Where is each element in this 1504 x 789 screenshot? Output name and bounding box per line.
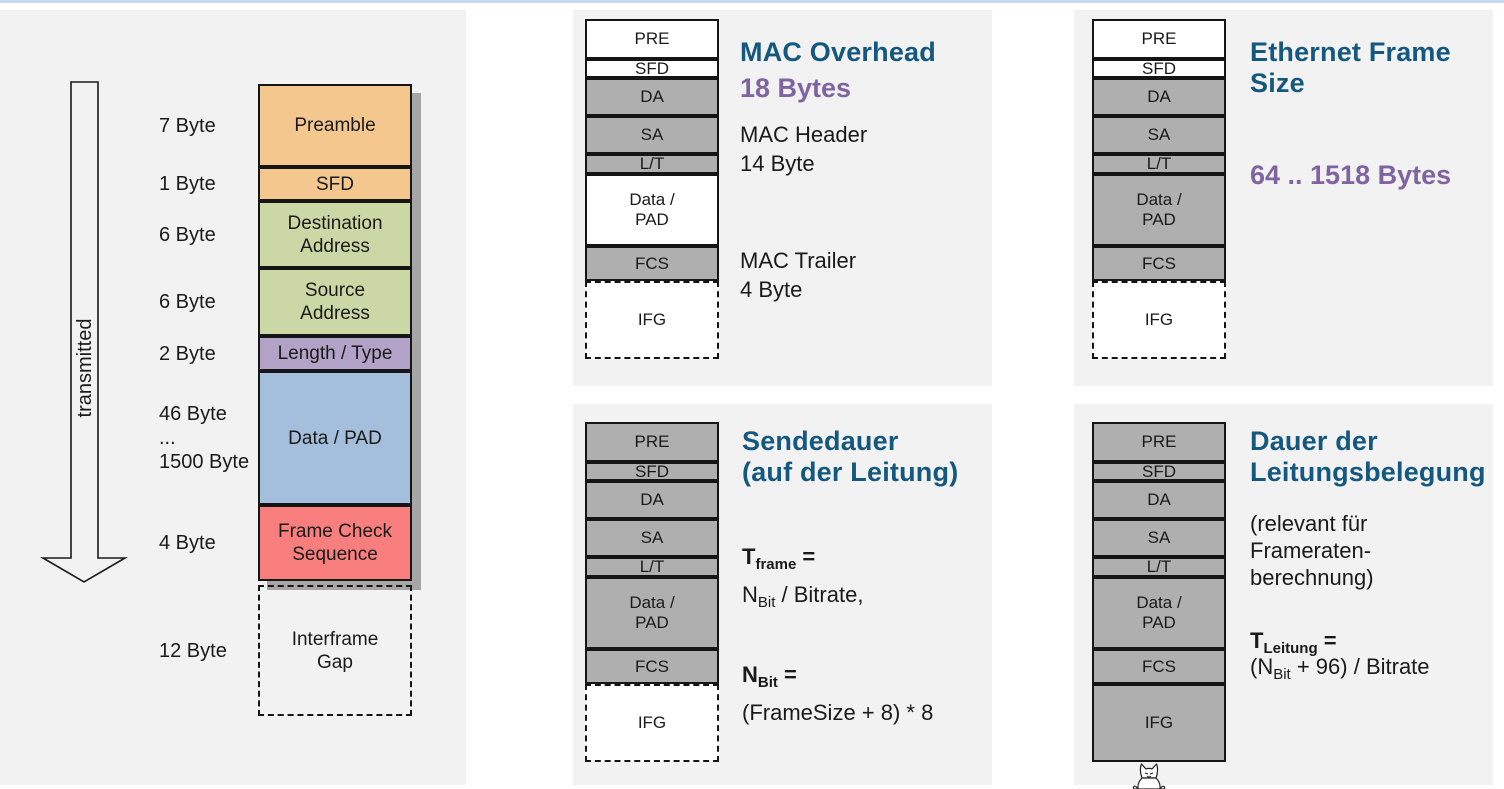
- stack-cell-sfd: SFD: [1092, 59, 1226, 78]
- nbit-rest: / Bitrate,: [775, 582, 864, 607]
- formula-framesize: (FrameSize + 8) * 8: [742, 700, 933, 726]
- frame-field-sfd: SFD: [258, 167, 412, 201]
- t-frame-eq: =: [796, 544, 816, 569]
- stack-cell-pre: PRE: [585, 19, 719, 59]
- frame-field-data-pad: Data / PAD: [258, 371, 412, 505]
- mac-overhead-bytes: 18 Bytes: [740, 73, 852, 103]
- stack-cell-da: DA: [585, 481, 719, 519]
- t-leitung-sub: Leitung: [1263, 640, 1318, 657]
- nbit-def-base: N: [742, 662, 758, 687]
- stack-cell-ifg: IFG: [1092, 684, 1226, 762]
- stack-cell-fcs: FCS: [1092, 649, 1226, 684]
- frame-field-destination-address: Destination Address: [258, 201, 412, 268]
- stack-cell-pre: PRE: [585, 422, 719, 462]
- mac-trailer-text: MAC Trailer 4 Byte: [740, 248, 857, 302]
- formula-leitung-expr: (NBit + 96) / Bitrate: [1250, 654, 1430, 683]
- t-leitung-eq: =: [1317, 628, 1337, 653]
- frame-field-fcs: Frame Check Sequence: [258, 505, 412, 581]
- stack-cell-l-t: L/T: [1092, 557, 1226, 577]
- formula-nbit-bitrate: NBit / Bitrate,: [742, 582, 864, 611]
- stack-cell-da: DA: [585, 78, 719, 116]
- stack-cell-ifg: IFG: [585, 281, 719, 359]
- stack-cell-da: DA: [1092, 78, 1226, 116]
- leitung-expr-rest: + 96) / Bitrate: [1290, 654, 1430, 679]
- frame-field-ifg: Interframe Gap: [258, 585, 412, 716]
- stack-cell-data-pad: Data / PAD: [1092, 174, 1226, 246]
- frame-size-range: 64 .. 1518 Bytes: [1250, 160, 1452, 190]
- frame-size-title: Ethernet Frame Size: [1250, 37, 1451, 98]
- leitung-expr-pre: (N: [1250, 654, 1274, 679]
- stack-cell-data-pad: Data / PAD: [585, 577, 719, 649]
- stack-cell-pre: PRE: [1092, 19, 1226, 59]
- byte-size-label-length-type: 2 Byte: [159, 342, 216, 365]
- byte-size-label-data-pad: 46 Byte ... 1500 Byte: [159, 403, 250, 473]
- framesize-expr: (FrameSize + 8) * 8: [742, 700, 934, 725]
- stack-cell-l-t: L/T: [1092, 154, 1226, 174]
- nbit-sub: Bit: [757, 594, 776, 611]
- byte-size-label-source-address: 6 Byte: [159, 291, 216, 313]
- byte-size-label-destination-address: 6 Byte: [159, 223, 216, 246]
- stack-cell-ifg: IFG: [1092, 281, 1226, 359]
- stack-cell-l-t: L/T: [585, 557, 719, 577]
- frame-field-source-address: Source Address: [258, 268, 412, 336]
- stack-cell-sa: SA: [585, 519, 719, 557]
- formula-t-leitung: TLeitung =: [1250, 628, 1337, 657]
- leitungsbelegung-note: (relevant für Frameraten- berechnung): [1250, 511, 1374, 590]
- formula-nbit-def: NBit =: [742, 662, 797, 691]
- byte-size-label-preamble: 7 Byte: [159, 114, 216, 137]
- transmitted-label: transmitted: [74, 318, 96, 418]
- mac-overhead-title: MAC Overhead: [740, 37, 936, 67]
- stack-cell-fcs: FCS: [585, 649, 719, 684]
- stack-cell-fcs: FCS: [1092, 246, 1226, 281]
- t-leitung-base: T: [1250, 628, 1264, 653]
- leitungsbelegung-title: Dauer der Leitungsbelegung: [1250, 426, 1486, 487]
- panel-frame-structure: transmitted 7 Byte Preamble 1 Byte SFD 6 Byt…: [0, 10, 466, 785]
- formula-t-frame: Tframe =: [742, 544, 816, 573]
- nbit-def-sub: Bit: [757, 674, 778, 691]
- byte-size-label-ifg: 12 Byte: [159, 639, 227, 662]
- cat-cursor-icon: [1132, 763, 1166, 789]
- byte-size-label-fcs: 4 Byte: [159, 532, 216, 554]
- stack-cell-da: DA: [1092, 481, 1226, 519]
- frame-field-preamble: Preamble: [258, 84, 412, 167]
- top-accent-strip: [0, 0, 1504, 3]
- stack-cell-sa: SA: [1092, 116, 1226, 154]
- stack-cell-pre: PRE: [1092, 422, 1226, 462]
- mac-header-text: MAC Header 14 Byte: [740, 122, 868, 176]
- sendedauer-title: Sendedauer (auf der Leitung): [742, 426, 959, 487]
- stack-cell-sa: SA: [585, 116, 719, 154]
- leitung-expr-sub: Bit: [1273, 666, 1291, 683]
- frame-field-length-type: Length / Type: [258, 336, 412, 371]
- t-frame-sub: frame: [755, 556, 797, 573]
- stack-cell-ifg: IFG: [585, 684, 719, 762]
- t-frame-base: T: [742, 544, 756, 569]
- stack-cell-sfd: SFD: [585, 59, 719, 78]
- stack-cell-sa: SA: [1092, 519, 1226, 557]
- stack-cell-data-pad: Data / PAD: [585, 174, 719, 246]
- byte-size-label-sfd: 1 Byte: [159, 173, 216, 195]
- nbit-def-eq: =: [777, 662, 797, 687]
- stack-cell-data-pad: Data / PAD: [1092, 577, 1226, 649]
- stack-cell-l-t: L/T: [585, 154, 719, 174]
- nbit-base: N: [742, 582, 758, 607]
- stack-cell-fcs: FCS: [585, 246, 719, 281]
- stack-cell-sfd: SFD: [585, 462, 719, 481]
- transmitted-arrow: [40, 81, 128, 583]
- stack-cell-sfd: SFD: [1092, 462, 1226, 481]
